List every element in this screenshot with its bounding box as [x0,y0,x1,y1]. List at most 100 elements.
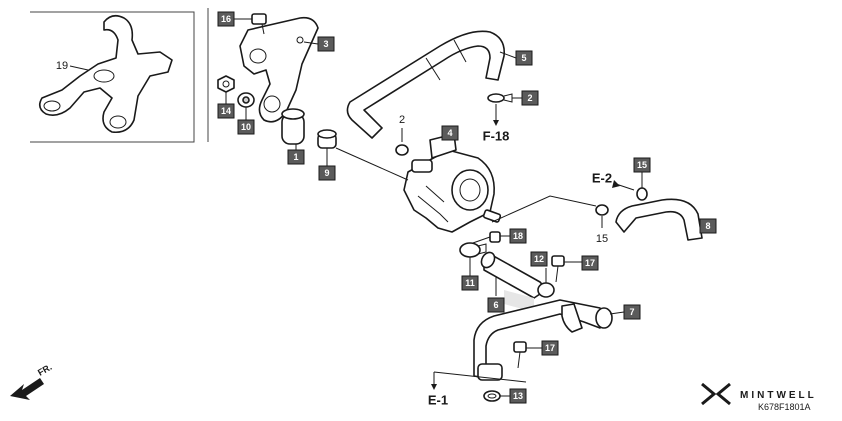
svg-text:16: 16 [221,14,231,24]
hose-6-end [480,251,496,269]
callout-13: 13 [509,388,527,404]
hose-5-shape [346,30,506,139]
svg-text:18: 18 [513,231,523,241]
pipe-7 [473,299,625,381]
valve-outlet [482,209,502,223]
brand-logo: MINTWELL K678F1801A [701,382,814,412]
brand-mark-icon [701,382,731,406]
washer-10 [237,92,255,120]
callout-18: 18 [509,228,527,244]
bracket-3-shape [239,16,319,123]
collar-9-top [317,129,337,139]
clip-15-shape [636,187,648,201]
arrow-f18-head [493,120,499,126]
hose-8-shape [615,198,703,241]
svg-text:5: 5 [521,53,526,63]
svg-text:3: 3 [323,39,328,49]
gasket-13 [483,390,510,402]
svg-text:13: 13 [513,391,523,401]
svg-text:17: 17 [585,258,595,268]
callout-12: 12 [530,251,548,267]
clamp-12-shape [537,282,555,298]
clip-15-upper [636,172,648,201]
svg-text:2: 2 [527,93,532,103]
leader-3 [303,41,319,45]
pipe-7-end [595,307,613,329]
clip-2-lower-shape [395,144,409,156]
bolt-17-lower [513,341,542,369]
clip-2-shape [487,93,505,103]
pipe-7-bracket [561,303,583,333]
arrow-e1-head [431,384,437,390]
valve-diaphragm [451,169,489,211]
svg-text:9: 9 [324,168,329,178]
clip-2-upper [487,93,522,103]
bracket-3 [239,16,319,123]
gasket-13-hole [487,393,497,399]
bolt-17-upper [551,255,582,283]
bolt-17-lower-shaft [517,351,521,369]
callout-5: 5 [515,50,533,66]
clamp-11 [459,242,487,276]
clip-2-tab [503,93,513,103]
arrow-e2-head [612,180,620,188]
pipe-7-flange [477,363,503,381]
svg-text:15: 15 [637,160,647,170]
valve-diaphragm-inner [459,178,481,202]
callout-7: 7 [623,304,641,320]
fr-arrow-icon [10,378,44,400]
inset-frame [30,11,195,143]
callout-14: 14 [217,103,235,119]
clamp-12 [537,268,555,298]
bolt-17-lower-head [513,341,527,353]
callout-2: 2 [521,90,539,106]
bolt-16-shaft [261,23,265,35]
hose-6-shade [504,290,534,312]
hose-5-band [425,57,441,81]
clip-15-lower: 15 [595,204,609,245]
label-19: 19 [56,60,68,72]
hose-8 [615,198,714,241]
fr-label: FR. [36,362,54,378]
nut-14-shape [217,75,235,93]
callout-11: 11 [461,275,479,291]
bracket-3-hole [263,95,281,113]
bolt-18 [469,231,510,245]
bolt-16-head [251,13,267,25]
clamp-11-shape [459,242,481,258]
callout-6: 6 [487,297,505,313]
leader-7 [609,311,625,315]
bolt-16 [234,13,267,35]
leader-valve-hose8 [491,195,597,223]
bracket-19-hole [109,115,127,129]
label-15-plain: 15 [596,233,608,245]
leader-5 [499,51,517,59]
hose-5-band [453,39,467,63]
inset-bracket-19: 19 [30,11,195,143]
bolt-18-head [489,231,501,243]
bracket-19-hole [93,69,115,83]
front-direction-arrow: FR. [10,362,54,400]
svg-text:6: 6 [493,300,498,310]
svg-text:17: 17 [545,343,555,353]
grommet-1 [281,108,305,150]
callout-3: 3 [317,36,335,52]
svg-text:14: 14 [221,106,231,116]
svg-text:1: 1 [293,152,298,162]
valve-detail [425,185,445,203]
grommet-1-top [281,108,305,120]
leader-valve-collar [335,147,409,181]
bolt-17-head [551,255,565,267]
bracket-19-hole [43,100,61,112]
callout-4: 4 [441,125,459,141]
ref-f18: F-18 [483,129,510,144]
svg-text:7: 7 [629,307,634,317]
nut-14 [217,75,235,104]
washer-10-hole [242,96,250,104]
label-2-plain: 2 [399,114,405,126]
bolt-17-shaft [555,265,559,283]
nut-14-hole [222,80,230,88]
diagram-code: K678F1801A [758,402,811,412]
svg-text:10: 10 [241,122,251,132]
